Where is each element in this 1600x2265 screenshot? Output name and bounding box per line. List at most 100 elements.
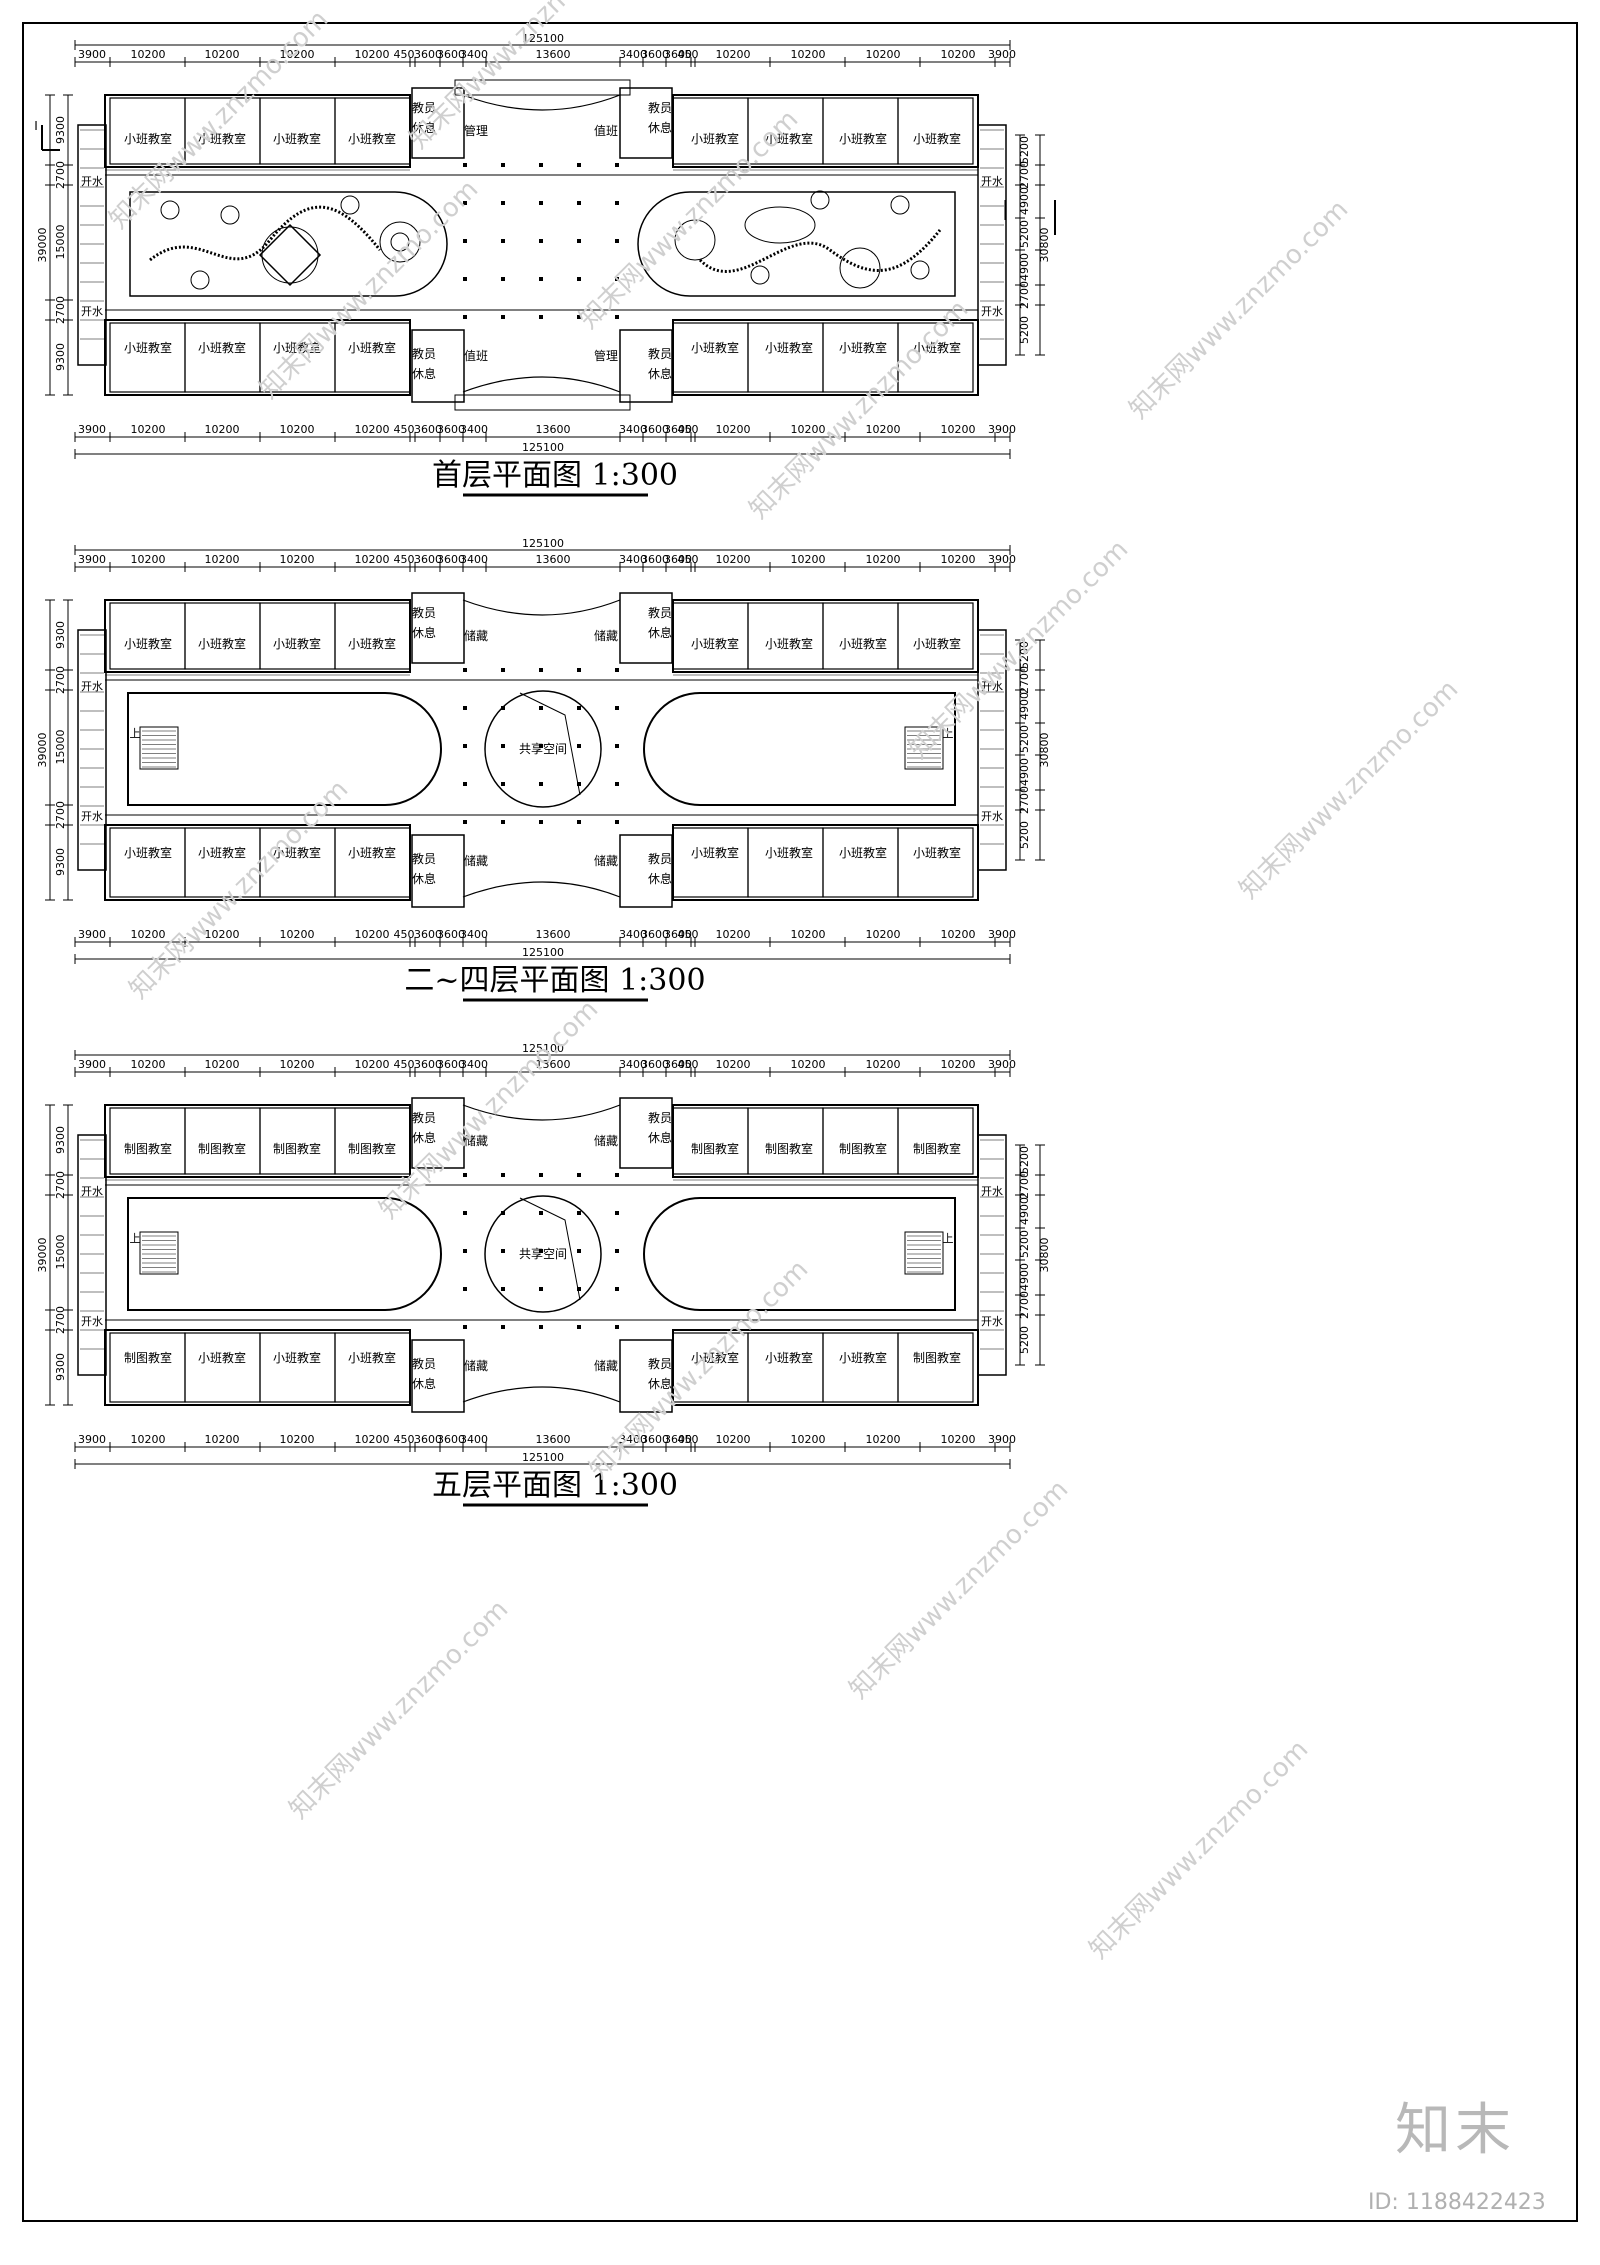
column-dot <box>539 1173 543 1177</box>
watermark-text: 知末网www.znzmo.com <box>844 1474 1075 1705</box>
dim-label: 10200 <box>791 1058 826 1071</box>
right-dim-label: 2700 <box>1018 666 1031 694</box>
column-dot <box>463 239 467 243</box>
dim-label: 10200 <box>941 553 976 566</box>
right-dim-label: 2700 <box>1018 1291 1031 1319</box>
classroom-top <box>897 97 974 165</box>
left-total-label: 39000 <box>36 1238 49 1273</box>
overall-dim-label: 125100 <box>522 946 564 959</box>
right-dim-label: 4900 <box>1018 1263 1031 1291</box>
dim-label: 10200 <box>131 48 166 61</box>
tree <box>750 265 770 285</box>
column-dot <box>463 744 467 748</box>
right-dim-label: 5200 <box>1018 1230 1031 1258</box>
core-label: 休息 <box>648 1376 672 1391</box>
dim-label: 3900 <box>78 48 106 61</box>
dim-label: 3600 <box>641 1058 669 1071</box>
pond-right <box>744 206 816 244</box>
right-dim-label: 5200 <box>1018 725 1031 753</box>
classroom-bottom <box>672 827 749 898</box>
classroom-top <box>822 602 899 670</box>
core-label: 教员 <box>412 100 436 115</box>
column-dot <box>463 820 467 824</box>
wc-label-right: 开水 <box>81 305 103 318</box>
dim-label: 3600 <box>664 553 692 566</box>
dim-label: 13600 <box>536 423 571 436</box>
dim-label: 3900 <box>988 1433 1016 1446</box>
left-dim-label: 9300 <box>54 848 67 876</box>
column-dot <box>539 163 543 167</box>
tree <box>190 270 210 290</box>
dim-label: 450 <box>678 423 699 436</box>
garden-star-left <box>258 223 322 287</box>
classroom-label: 小班教室 <box>765 845 813 860</box>
overall-dim-label: 125100 <box>522 537 564 550</box>
column-dot <box>577 201 581 205</box>
classroom-label: 小班教室 <box>765 340 813 355</box>
garden-path-left <box>149 205 382 262</box>
watermark-text: 知末网www.znzmo.com <box>104 4 335 235</box>
right-dim-label: 2700 <box>1018 1171 1031 1199</box>
right-dim-label: 4900 <box>1018 1197 1031 1225</box>
dim-label: 10200 <box>205 1433 240 1446</box>
column-dot <box>615 1211 619 1215</box>
classroom-label: 小班教室 <box>198 1350 246 1365</box>
classroom-label: 制图教室 <box>198 1141 246 1156</box>
dim-label: 10200 <box>355 1058 390 1071</box>
classroom-top <box>672 1107 749 1175</box>
classroom-label: 小班教室 <box>198 845 246 860</box>
wc-label-rt: 开水 <box>981 175 1003 188</box>
left-dim-label: 15000 <box>54 1235 67 1270</box>
shared-space-label: 共享空间 <box>519 741 567 756</box>
dim-label: 3900 <box>78 423 106 436</box>
classroom-label: 小班教室 <box>348 636 396 651</box>
classroom-label: 制图教室 <box>913 1350 961 1365</box>
classroom-label: 小班教室 <box>839 636 887 651</box>
dim-label: 10200 <box>131 553 166 566</box>
watermark-text: 知末网www.znzmo.com <box>744 294 975 525</box>
core-label: 储藏 <box>594 1133 618 1148</box>
plan-title: 五层平面图 1:300 <box>432 1468 678 1503</box>
dim-label: 10200 <box>716 48 751 61</box>
classroom-bottom <box>897 1332 974 1403</box>
dim-label: 3600 <box>641 553 669 566</box>
dim-label: 10200 <box>280 1058 315 1071</box>
dim-label: 3400 <box>619 423 647 436</box>
classroom-top <box>184 602 261 670</box>
column-dot <box>615 315 619 319</box>
wc-label-rb: 开水 <box>981 1315 1003 1328</box>
classroom-top <box>822 97 899 165</box>
column-dot <box>539 744 543 748</box>
dim-label: 3600 <box>437 1058 465 1071</box>
core-label: 休息 <box>648 120 672 135</box>
right-dim-label: 4900 <box>1018 187 1031 215</box>
classroom-top <box>747 602 824 670</box>
classroom-label: 小班教室 <box>124 340 172 355</box>
stair-up-label: 上 <box>943 1232 954 1245</box>
column-dot <box>615 706 619 710</box>
right-dim-label: 5200 <box>1018 136 1031 164</box>
classroom-label: 小班教室 <box>348 845 396 860</box>
wing-top-right <box>672 599 979 673</box>
left-total-label: 39000 <box>36 733 49 768</box>
classroom-label: 小班教室 <box>348 340 396 355</box>
shared-space-label: 共享空间 <box>519 1246 567 1261</box>
dim-label: 3600 <box>414 48 442 61</box>
dim-label: 10200 <box>355 553 390 566</box>
dim-label: 10200 <box>941 423 976 436</box>
dim-label: 10200 <box>716 1433 751 1446</box>
dim-label: 3400 <box>460 48 488 61</box>
column-dot <box>615 820 619 824</box>
column-dot <box>539 782 543 786</box>
left-total-label: 39000 <box>36 228 49 263</box>
classroom-bottom <box>334 1332 411 1403</box>
wing-top-right <box>672 94 979 168</box>
classroom-bottom <box>747 827 824 898</box>
column-dot <box>615 201 619 205</box>
dim-label: 3900 <box>78 1058 106 1071</box>
watermark-text: 知末网www.znzmo.com <box>1234 674 1465 905</box>
end-core-left <box>77 629 107 871</box>
left-dim-label: 9300 <box>54 116 67 144</box>
dim-label: 13600 <box>536 928 571 941</box>
